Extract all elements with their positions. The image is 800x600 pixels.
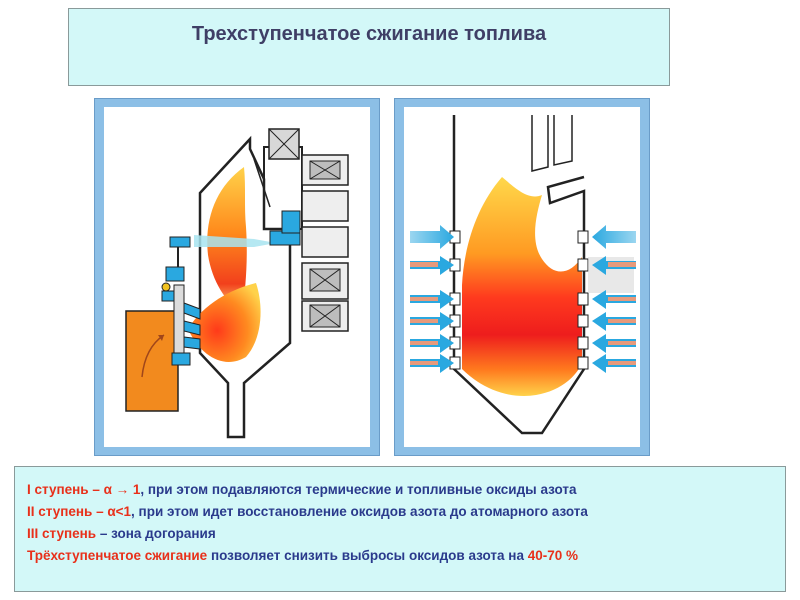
summary-label: Трёхступенчатое сжигание (27, 548, 208, 563)
stage-3-label: III ступень (27, 526, 97, 541)
stage-3-text: – зона догорания (96, 526, 216, 541)
right-air-arrows (588, 225, 636, 373)
furnace-flame (462, 177, 582, 396)
stage-1-text: , при этом подавляются термические и топ… (140, 482, 577, 497)
boiler-side-view-diagram (125, 128, 349, 439)
title-box: Трехступенчатое сжигание топлива (68, 8, 670, 86)
caption-box: I ступень – α → 1, при этом подавляются … (14, 466, 786, 592)
stage-1-label: I ступень – α → 1 (27, 482, 141, 497)
caption-line-stage-1: I ступень – α → 1, при этом подавляются … (27, 479, 785, 501)
stage-2-label: II ступень – α<1 (27, 504, 132, 519)
left-air-arrows (410, 225, 454, 373)
three-stage-combustion-diagram (410, 115, 636, 435)
summary-percent: 40-70 % (527, 548, 578, 563)
right-diagram-canvas (404, 107, 640, 447)
left-diagram-panel (94, 98, 380, 456)
summary-text: позволяет снизить выбросы оксидов азота … (207, 548, 528, 563)
page-title: Трехступенчатое сжигание топлива (191, 23, 547, 45)
furnace-wall (198, 135, 292, 439)
caption-line-stage-2: II ступень – α<1, при этом идет восстано… (27, 501, 785, 523)
flame-lower (188, 283, 261, 362)
stage-2-text: , при этом идет восстановление оксидов а… (131, 504, 588, 519)
right-diagram-panel (394, 98, 650, 456)
air-box (125, 310, 179, 412)
left-diagram-canvas (104, 107, 370, 447)
caption-line-summary: Трёхступенчатое сжигание позволяет снизи… (27, 545, 785, 567)
caption-line-stage-3: III ступень – зона догорания (27, 523, 785, 545)
